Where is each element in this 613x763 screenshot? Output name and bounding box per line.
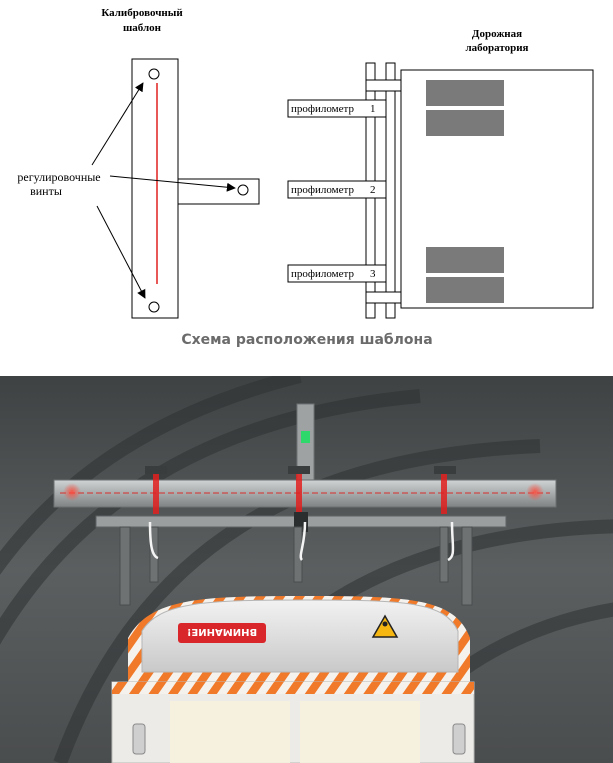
truck-door-right (300, 701, 420, 763)
arrow-arm-screw (109, 175, 236, 192)
profilometer-box (287, 180, 387, 199)
warning-text: ВНИМАНИЕ! (187, 626, 257, 637)
lab-title-line2: лаборатория (465, 42, 528, 54)
lab-panel (426, 110, 504, 136)
side-light-right (452, 723, 466, 755)
profilometer-label: профилометр (291, 184, 354, 196)
arm-screw (237, 184, 249, 196)
profilometer-label: профилометр (291, 103, 354, 115)
laser-emitter-right (441, 474, 447, 514)
equipment-photo: ВНИМАНИЕ! (0, 376, 613, 763)
arrow-bottom-screw (96, 205, 146, 299)
lab-panel (426, 80, 504, 106)
lab-title-line1: Дорожная (472, 28, 522, 40)
lab-panel (426, 247, 504, 273)
profilometer-1: профилометр 1 (287, 99, 387, 118)
template-title-line1: Калибровочный (101, 7, 183, 19)
diagram-caption: Схема расположения шаблона (181, 332, 432, 348)
beam-clamps (145, 466, 456, 474)
laser-warning-icon (371, 614, 399, 638)
road-laboratory (365, 62, 594, 319)
template-title-line2: шаблон (123, 22, 162, 34)
laser-spot-right (526, 483, 544, 501)
screws-label-line2: винты (30, 184, 62, 198)
profilometer-2: профилометр 2 (287, 180, 387, 199)
bottom-screw (148, 301, 160, 313)
level-indicator (301, 431, 310, 443)
template-vertical-bar (131, 58, 179, 319)
profilometer-box (287, 99, 387, 118)
profilometer-label: профилометр (291, 268, 354, 280)
beam-right (385, 62, 396, 319)
profilometer-number: 2 (370, 184, 376, 196)
arrow-top-screw (91, 82, 144, 166)
beam-clamp-bottom (365, 291, 402, 304)
screws-label-line1: регулировочные (17, 170, 100, 184)
cables (148, 521, 455, 562)
calibration-template (131, 58, 260, 319)
profilometer-number: 1 (370, 103, 376, 115)
laser-emitter-center (296, 474, 302, 514)
layout-diagram: Калибровочный шаблон регулировочные винт… (17, 7, 594, 348)
side-light-left (132, 723, 146, 755)
laser-emitter-left (153, 474, 159, 514)
truck-body-stripe (112, 682, 474, 694)
profilometer-3: профилометр 3 (287, 264, 387, 283)
roof-top-panel (141, 599, 459, 673)
warning-label (178, 623, 266, 643)
lab-panel (426, 277, 504, 303)
truck-door-left (170, 701, 290, 763)
profilometer-number: 3 (370, 268, 376, 280)
laser-spot-left (63, 483, 81, 501)
top-screw (148, 68, 160, 80)
profilometer-box (287, 264, 387, 283)
beam-clamp-top (365, 79, 402, 92)
